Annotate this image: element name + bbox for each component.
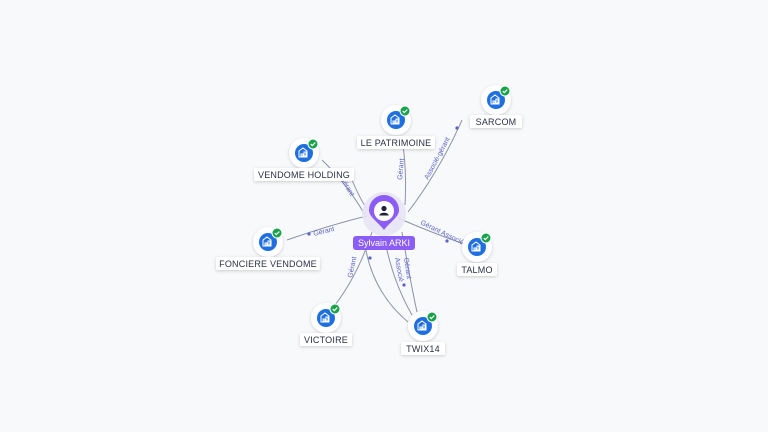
arrow-dot (368, 256, 372, 260)
edge-fonciere-vendome (286, 215, 368, 241)
company-node-victoire[interactable]: VICTOIRE (300, 303, 352, 346)
edge-sarcom (407, 119, 463, 213)
person-icon (379, 205, 389, 216)
company-label: TWIX14 (406, 344, 440, 354)
edge-label-le-patrimoine: Gérant (397, 158, 406, 180)
arrow-dot (402, 283, 406, 287)
check-badge-icon (307, 138, 319, 150)
check-badge-icon (426, 311, 438, 323)
company-node-vendome-holding[interactable]: VENDOME HOLDING (254, 138, 354, 181)
arrow-dot (455, 126, 459, 130)
company-nodes: LE PATRIMOINE SARCOM VENDOME HOLDING (216, 85, 522, 355)
check-badge-icon (271, 227, 283, 239)
company-label: FONCIERE VENDOME (219, 259, 317, 269)
arrow-dot (307, 232, 311, 236)
edge-vendome-holding (321, 159, 366, 216)
check-badge-icon (399, 105, 411, 117)
company-label: TALMO (461, 265, 492, 275)
building-icon (320, 312, 330, 323)
company-node-twix14[interactable]: TWIX14 (401, 311, 445, 355)
building-icon (471, 241, 481, 252)
company-label: VICTOIRE (304, 335, 348, 345)
building-icon (417, 320, 427, 331)
building-icon (390, 114, 400, 125)
company-node-fonciere-vendome[interactable]: FONCIERE VENDOME (216, 227, 320, 270)
edge-label-twix14-b: Gérant (402, 257, 412, 279)
center-person-node[interactable]: Sylvain ARKI (353, 192, 415, 250)
building-icon (490, 94, 500, 105)
company-node-talmo[interactable]: TALMO (457, 232, 497, 276)
company-node-le-patrimoine[interactable]: LE PATRIMOINE (357, 105, 435, 149)
building-icon (298, 147, 308, 158)
edge-label-twix14-a: Associé (393, 257, 404, 282)
arrow-dot (445, 239, 449, 243)
edge-label-fonciere-vendome: Gérant (313, 226, 336, 238)
center-person-label: Sylvain ARKI (358, 238, 410, 248)
check-badge-icon (480, 232, 492, 244)
company-label: VENDOME HOLDING (258, 170, 350, 180)
edge-label-talmo: Gérant Associé (419, 220, 465, 247)
company-node-sarcom[interactable]: SARCOM (470, 85, 522, 128)
check-badge-icon (329, 303, 341, 315)
edge-label-victoire: Gérant (347, 256, 358, 278)
company-label: SARCOM (476, 117, 517, 127)
company-label: LE PATRIMOINE (361, 138, 432, 148)
check-badge-icon (499, 85, 511, 97)
building-icon (262, 236, 272, 247)
